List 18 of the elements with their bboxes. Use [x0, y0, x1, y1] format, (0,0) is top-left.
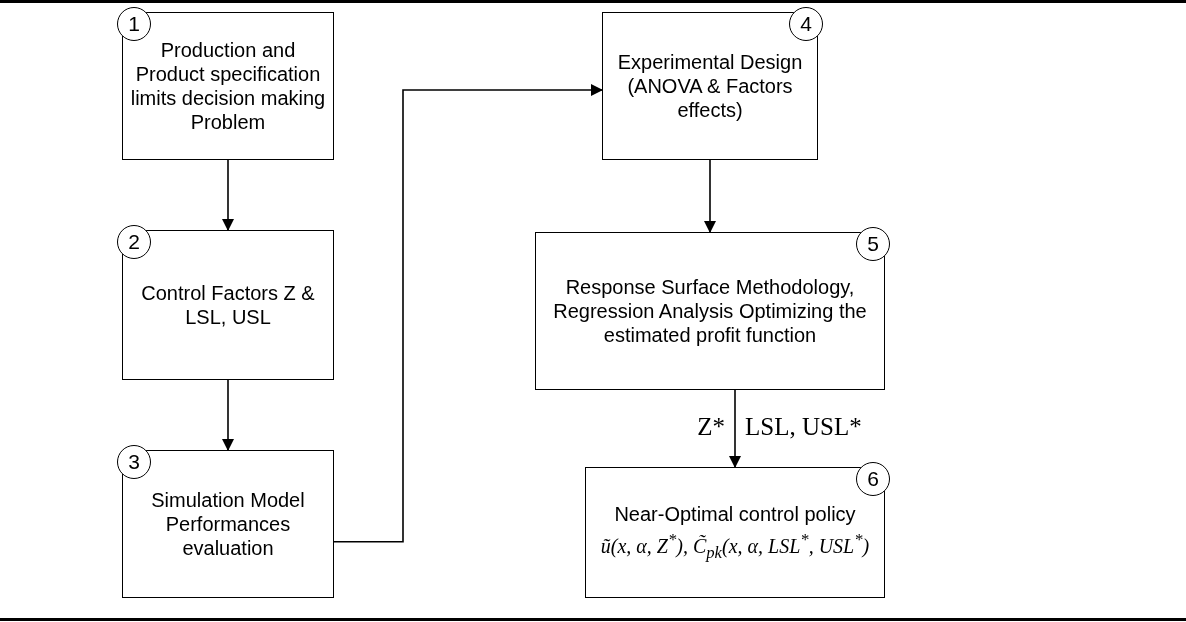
step-text: Control Factors Z & LSL, USL	[140, 281, 316, 329]
step-text: Response Surface Methodology, Regression Analysis Optimizing the estimated profit function	[552, 275, 868, 347]
step-number: 4	[789, 7, 823, 41]
step-text: Near-Optimal control policy	[614, 502, 856, 527]
arrow	[704, 159, 716, 233]
step-text: Production and Product specification limits decision making Problem	[129, 38, 327, 134]
step-number: 3	[117, 445, 151, 479]
step-number: 2	[117, 225, 151, 259]
arrow	[222, 159, 234, 231]
step-number: 5	[856, 227, 890, 261]
step-text: Simulation Model Performances evaluation	[150, 488, 306, 560]
formula: ũ(x, α, Z$^{*}$), C̃$_{pk}$(x, α, LSL$^{*}$, USL$^{*}$)	[600, 530, 870, 563]
arrow	[222, 379, 234, 451]
step-number: 6	[856, 462, 890, 496]
arrow	[333, 84, 603, 543]
step-number: 1	[117, 7, 151, 41]
step-text: Experimental Design (ANOVA & Factors effects)	[616, 50, 804, 122]
arrow	[729, 389, 741, 468]
